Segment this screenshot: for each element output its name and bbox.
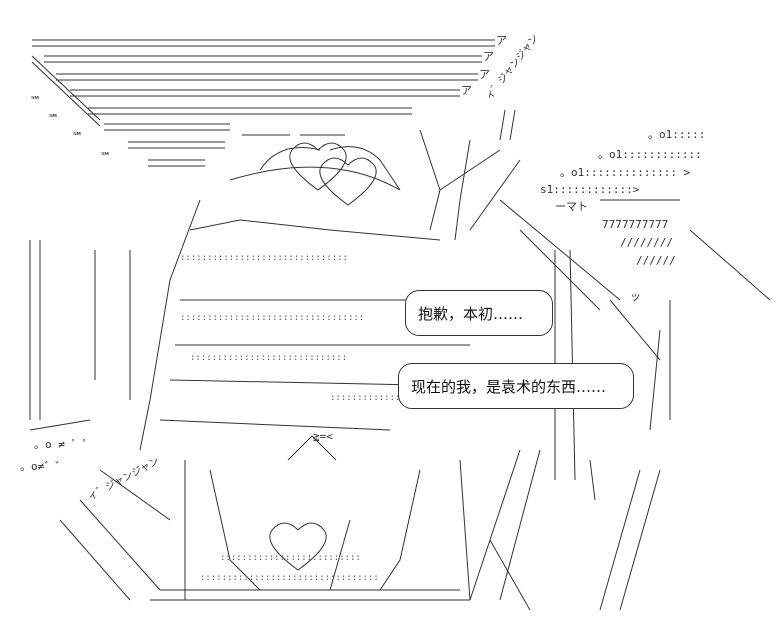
glyph-d: ア [461,84,472,97]
glyph-c: ア [479,68,490,81]
tsu-label: ッ [630,290,641,303]
dialogue-line-2: 现在的我，是袁术的东西…… [411,377,607,396]
oo-left: 。o ≠ ゜゜ [34,438,94,451]
character-figure [29,109,771,611]
slashes-a: //////// [620,236,673,249]
speed-mark-4: ℠ [100,150,111,163]
dots-right-1: 。o1::::: [648,128,705,141]
speed-mark-1: ℠ [30,94,41,107]
mato-label: ーマト [555,200,588,213]
speech-bubble-2: 现在的我，是袁术的东西…… [398,363,634,409]
svg-text:::::::::::::::::::::::::::::::: ::::::::::::::::::::::::::::::: [180,253,348,263]
svg-text:::::::::::::::::::::::::::::::: ::::::::::::::::::::::::::::::::: [200,573,379,583]
onomatopoeia-left: ィ゛ジャンジャン [86,455,161,503]
dots-right-2: 。o1:::::::::::: [598,148,702,161]
speed-lines-top [31,39,495,167]
glyph-a: ア [496,34,507,47]
dialogue-line-1: 抱歉，本初…… [418,304,524,323]
svg-text::::::::::::::::: ::::::::::::::: [330,393,411,403]
shading-dots: ::::::::::::::::::::::::::::::: ::::::::… [180,253,411,583]
speed-mark-3: ℠ [72,130,83,143]
sevens: 7777777777 [602,218,668,231]
svg-text:::::::::::::::::::::::::::: :::::::::::::::::::::::::: [220,553,361,563]
oo-left-2: 。o≠゛゛ [20,460,66,473]
dots-right-3: 。o1:::::::::::::: > [560,166,691,179]
svg-text::::::::::::::::::::::::::::::: ::::::::::::::::::::::::::::: [190,353,347,363]
svg-text:::::::::::::::::::::::::::::::: :::::::::::::::::::::::::::::::::: [180,313,364,323]
slashes-b: ////// [636,254,676,267]
speed-mark-2: ℠ [48,112,59,125]
onomatopoeia-right: ィ゛ジャンジャン [483,32,541,102]
dots-right-4: s1::::::::::::> [540,183,640,196]
ge-label: ≧=< [313,430,333,443]
speech-bubble-1: 抱歉，本初…… [405,290,553,336]
glyph-b: ア [483,50,494,63]
